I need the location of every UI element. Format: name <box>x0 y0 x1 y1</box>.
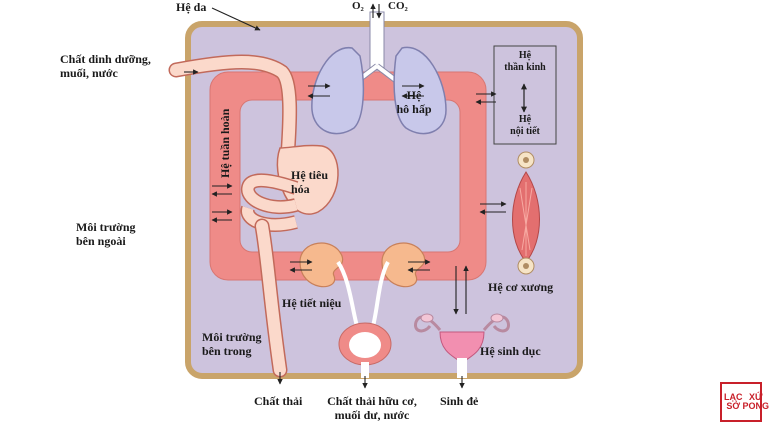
uterus <box>414 313 510 378</box>
circulatory-ring <box>209 71 487 281</box>
urinary-system-label: Hệ tiết niệu <box>282 296 342 310</box>
muscle-bone <box>512 151 540 275</box>
respiratory-system-label: Hệ hô hấp <box>394 88 434 117</box>
endocrine-system-label: Hệ nội tiết <box>498 114 552 138</box>
lungs <box>311 11 447 135</box>
nervous-label-line1: Hệ <box>518 50 532 61</box>
watermark-letter: XỨ <box>749 391 763 402</box>
internal-environment-label: Môi trường bên trong <box>202 330 262 359</box>
watermark-logo: LẠC XỨ SỞ PONG <box>720 382 769 422</box>
integumentary-leader <box>211 7 261 31</box>
birth-label: Sinh đẻ <box>440 394 479 408</box>
respiratory-label-line1: Hệ <box>406 88 422 102</box>
waste-label: Chất thải <box>254 394 303 408</box>
nutrients-label-line1: Chất dinh dưỡng, <box>60 52 151 66</box>
nutrients-label-line2: muối, nước <box>60 66 118 81</box>
internal-label-line1: Môi trường <box>202 330 262 344</box>
organic-waste-line1: Chất thải hữu cơ, <box>327 394 417 408</box>
watermark-letter: LẠC <box>724 391 743 402</box>
digestive-label-line1: Hệ tiêu <box>291 168 328 182</box>
endocrine-label-line1: Hệ <box>518 114 532 125</box>
external-label-line2: bên ngoài <box>76 234 126 249</box>
co2-label: CO₂ <box>388 0 408 12</box>
nervous-label-line2: thần kinh <box>504 62 546 73</box>
bladder <box>338 322 392 378</box>
external-label-line1: Môi trường <box>76 220 136 234</box>
organic-waste-label: Chất thải hữu cơ, muối dư, nước <box>316 394 428 423</box>
watermark-letter: SỞ <box>726 401 741 411</box>
digestive-system-label: Hệ tiêu hóa <box>291 168 328 197</box>
musculoskeletal-label: Hệ cơ xương <box>488 280 554 294</box>
digestive-tract <box>168 54 339 378</box>
o2-label: O₂ <box>352 0 364 12</box>
watermark-letter: PONG <box>742 401 770 411</box>
endocrine-label-line2: nội tiết <box>510 126 540 137</box>
organic-waste-line2: muối dư, nước <box>334 408 410 423</box>
exchange-arrows <box>184 3 507 389</box>
circulatory-system-label: Hệ tuần hoàn <box>218 108 232 178</box>
respiratory-label-line2: hô hấp <box>396 102 432 117</box>
nutrients-label: Chất dinh dưỡng, muối, nước <box>60 52 151 81</box>
nervous-system-label: Hệ thần kinh <box>498 50 552 74</box>
reproductive-system-label: Hệ sinh dục <box>480 344 541 358</box>
integumentary-label: Hệ da <box>176 0 207 14</box>
internal-label-line2: bên trong <box>202 344 252 359</box>
external-environment-label: Môi trường bên ngoài <box>76 220 136 249</box>
digestive-label-line2: hóa <box>291 182 310 197</box>
